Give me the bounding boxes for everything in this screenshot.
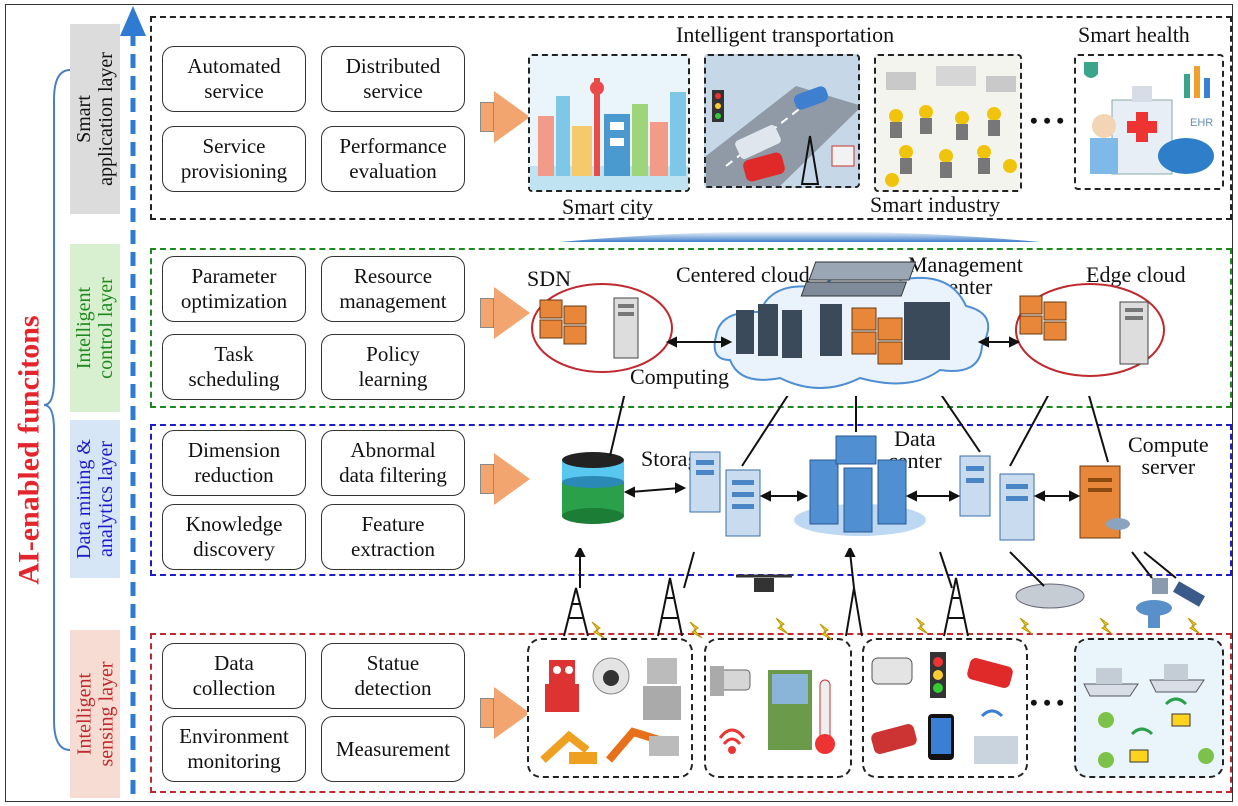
control-layer-label-text: Intelligent control layer [73,277,117,379]
data-layer-label: Data mining & analytics layer [70,420,120,578]
func-dimension-reduction: Dimension reduction [162,430,306,496]
app-arrow-icon [494,91,530,143]
func-feature-extraction: Feature extraction [321,504,465,570]
smart-health-image: EHR [1074,54,1224,190]
application-layer-label: Smart application layer [70,24,120,214]
smart-industry-image [874,54,1022,192]
data-arrow-stem [480,464,494,494]
application-layer-label-text: Smart application layer [73,52,118,186]
func-data-collection: Data collection [162,643,306,709]
transportation-image [704,54,860,188]
edge-cloud-label: Edge cloud [1086,262,1186,287]
database-icon [562,452,624,524]
data-network-diagram [562,396,1130,541]
func-knowledge-discovery: Knowledge discovery [162,504,306,570]
sensing-ellipsis: • • • [1030,690,1065,715]
centered-cloud-label: Centered cloud [676,262,810,287]
func-automated-service: Automated service [162,46,306,112]
control-layer-box [150,248,1232,408]
drone-icon [736,574,792,592]
control-layer-label: Intelligent control layer [70,244,120,412]
transportation-icon [706,86,858,186]
smart-city-label: Smart city [562,194,654,219]
computing-label: Computing [630,364,730,389]
func-task-scheduling: Task scheduling [162,334,306,400]
data-layer-label-text: Data mining & analytics layer [73,439,118,559]
control-arrow-icon [494,287,530,339]
func-resource-management: Resource management [321,256,465,322]
func-service-provisioning: Service provisioning [162,126,306,192]
sensing-layer-label-text: Intelligent sensing layer [73,661,118,767]
application-ellipsis: • • • [1030,108,1065,133]
sdn-label: SDN [527,266,572,291]
func-policy-learning: Policy learning [321,334,465,400]
func-environment-monitoring: Environment monitoring [162,716,306,782]
city-skyline-icon [530,78,688,190]
sensing-group-robots [527,638,693,778]
func-performance-evaluation: Performance evaluation [321,126,465,192]
antenna-icon [845,587,863,637]
sensing-layer-box [150,633,1232,793]
tower-icon-1 [563,587,589,637]
airship-icon [1015,583,1085,609]
factory-icon [885,66,1017,187]
communication-links [563,548,1205,641]
smart-health-label: Smart health [1078,22,1190,47]
side-bracket [43,69,71,751]
sensing-arrow-stem [480,698,494,728]
data-layer-box [150,424,1232,576]
control-arrow-stem [480,298,494,328]
func-abnormal-data-filtering: Abnormal data filtering [321,430,465,496]
health-icon: EHR [1084,62,1214,175]
application-base-glow [560,231,1040,242]
ships-buoys-icon [1083,664,1214,768]
func-parameter-optimization: Parameter optimization [162,256,306,322]
figure-frame [5,4,1233,802]
func-distributed-service: Distributed service [321,46,465,112]
sensing-arrow-icon [494,687,530,739]
tower-icon-2 [657,577,683,637]
vehicles-icon [871,652,1018,764]
func-statue-detection: Statue detection [321,643,465,709]
data-arrow-icon [494,453,530,505]
application-layer-box [150,16,1232,220]
sensing-group-transport [862,638,1028,778]
intelligent-transportation-label: Intelligent transportation [676,22,895,47]
sensing-layer-label: Intelligent sensing layer [70,630,120,798]
camera-weather-icon [710,666,835,754]
ehr-text: EHR [1190,117,1213,129]
ground-station-icon [1136,600,1172,628]
wireless-link-icons [591,617,1201,641]
vertical-flow-arrow [120,6,146,802]
compute-server-label: Compute server [1128,432,1209,479]
app-arrow-stem [480,102,494,132]
smart-city-image [528,54,690,192]
func-measurement: Measurement [321,716,465,782]
control-network-diagram [531,261,1165,389]
sensing-group-environment [704,638,852,778]
satellite-icon [1152,578,1205,607]
tower-icon-3 [943,577,969,637]
sensing-group-maritime [1074,638,1224,778]
robots-icon [540,657,681,764]
management-center-label: Management center [908,252,1023,299]
smart-industry-label: Smart industry [870,192,1001,217]
